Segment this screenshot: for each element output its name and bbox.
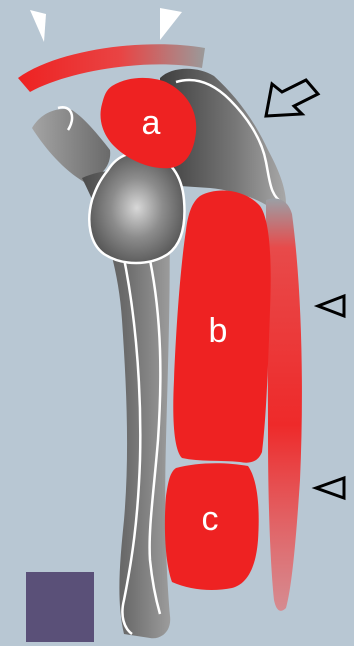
label-a: a — [142, 104, 161, 142]
label-b: b — [209, 312, 228, 350]
corner-square — [26, 572, 94, 642]
label-c: c — [202, 500, 219, 538]
